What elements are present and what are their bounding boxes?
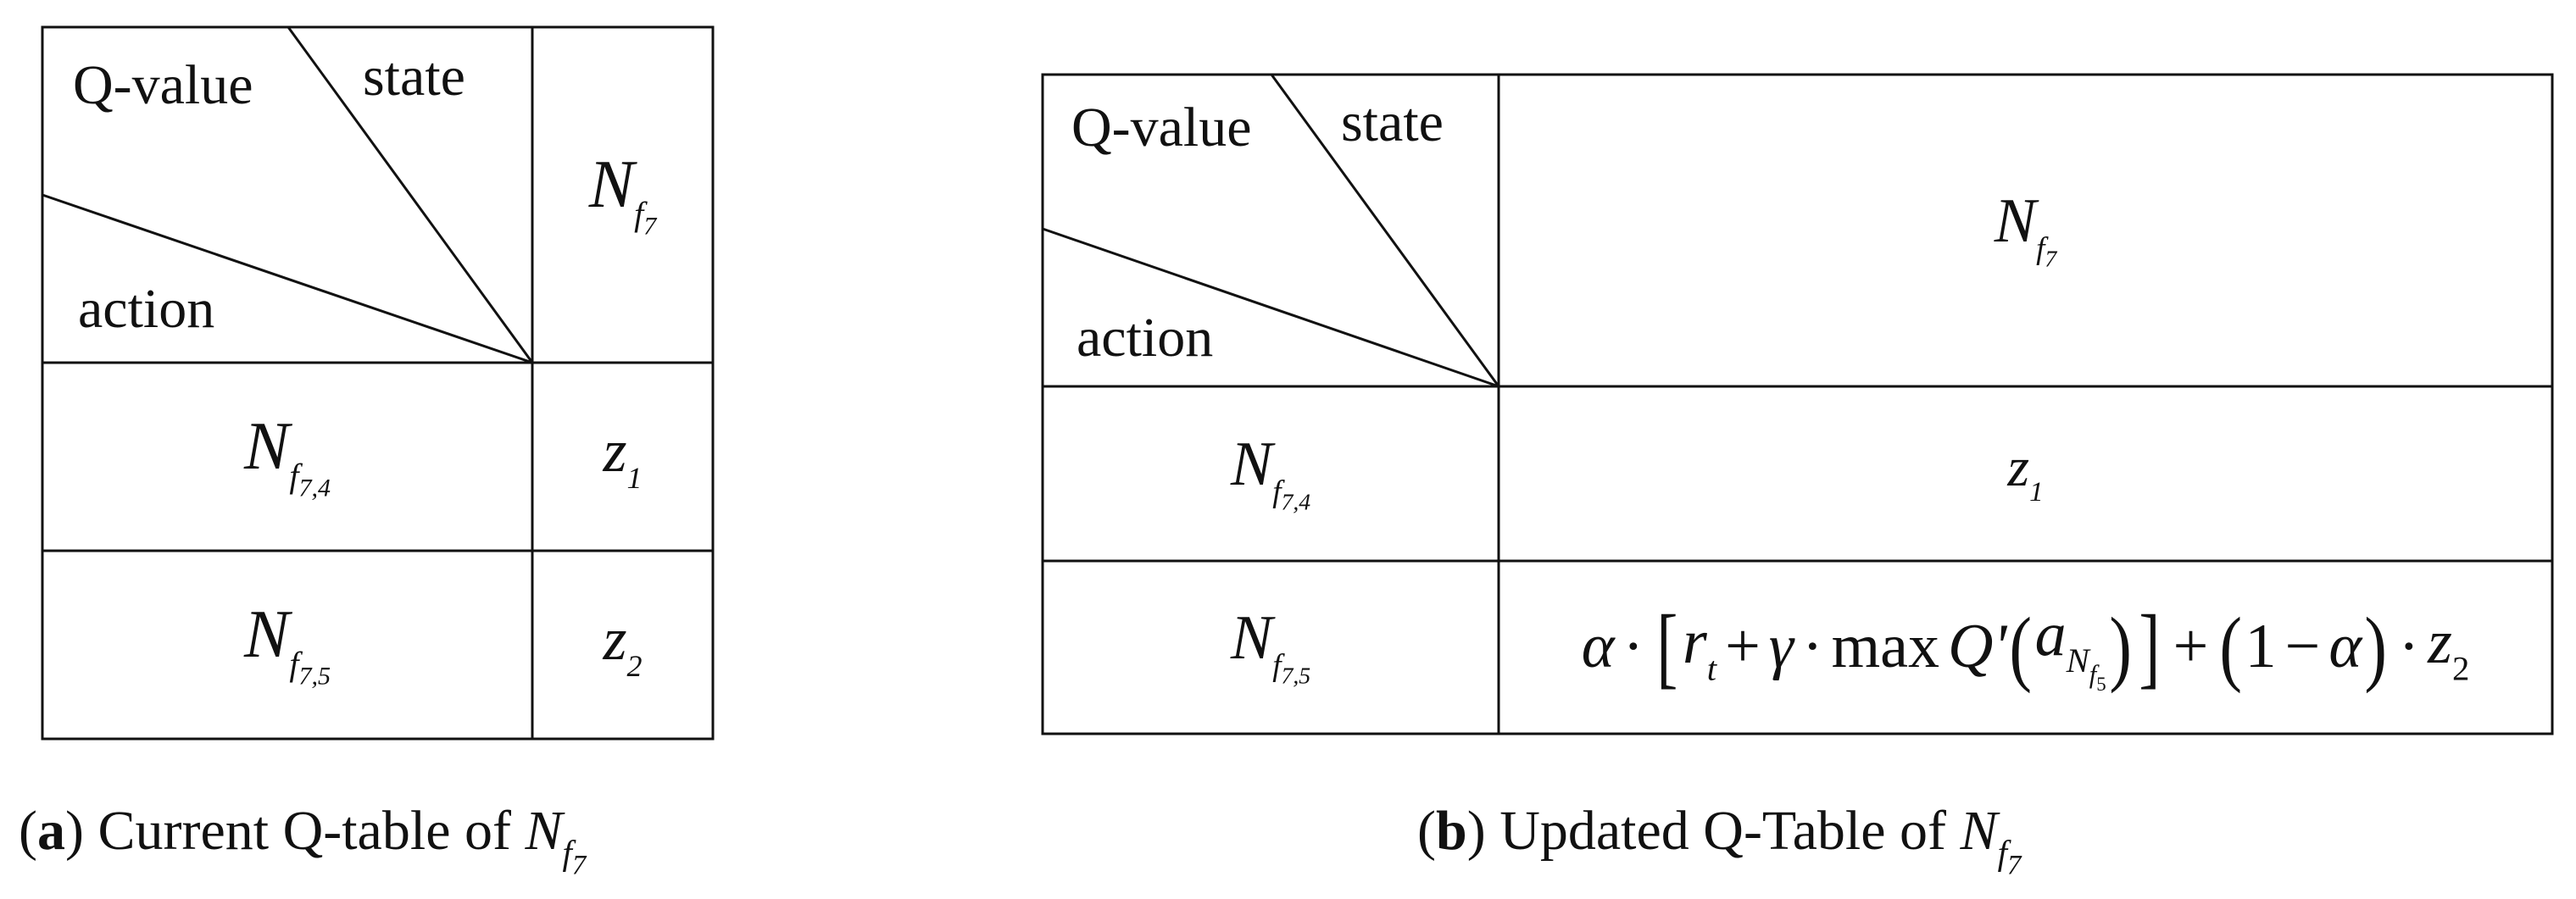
panel-a-state-cell: Nf7	[532, 27, 713, 363]
panel-b-state-label: Nf7	[1994, 186, 2057, 273]
panel-a-header-qvalue: Q-value	[73, 54, 253, 116]
panel-b-state-cell: Nf7	[1499, 75, 2552, 386]
panel-b-caption: (b) Updated Q-Table of Nf7	[1417, 800, 2022, 881]
panel-a-caption: (a) Current Q-table of Nf7	[19, 800, 587, 881]
panel-b-row-1-value: z1	[2007, 436, 2044, 508]
panel-a-table: Q-value state action Nf7 Nf7,4 z1 Nf7,5 …	[0, 0, 848, 763]
panel-a-header-state: state	[363, 46, 465, 108]
panel-a-diagonal-1	[287, 26, 534, 363]
panel-b-header-qvalue: Q-value	[1071, 97, 1252, 158]
panel-b-header-action: action	[1077, 307, 1214, 369]
panel-a-state-label: Nf7	[588, 147, 657, 241]
panel-b-border	[1041, 73, 2554, 735]
panel-b-diagonal-1	[1270, 74, 1500, 387]
panel-b-header-state: state	[1341, 92, 1444, 153]
panel-a-row-1-value: z1	[603, 417, 643, 495]
panel-b-table: Q-value state action Nf7 Nf7,4 z1 Nf7,5 …	[1017, 0, 2576, 763]
panel-b-row-2-formula: α · [ rt + γ · max Q' ( aNf5 ) ] + ( 1 −…	[1499, 561, 2552, 734]
panel-b-diagonal-2	[1042, 227, 1499, 388]
panel-a-header-action: action	[78, 278, 215, 340]
panel-a-diagonal-2	[42, 193, 533, 364]
panel-b-row-1-action: Nf7,4	[1230, 429, 1311, 516]
panel-a-grid	[41, 25, 715, 741]
panel-a-border	[41, 25, 715, 741]
panel-a-row-2-action: Nf7,5	[244, 597, 331, 691]
panel-a-row-2-value: z2	[603, 605, 643, 683]
q-update-formula: α · [ rt + γ · max Q' ( aNf5 ) ] + ( 1 −…	[1581, 597, 2470, 698]
panel-b-row-2-action: Nf7,5	[1230, 602, 1311, 690]
panel-b-grid	[1041, 73, 2554, 735]
panel-a-row-1-action: Nf7,4	[244, 408, 331, 502]
